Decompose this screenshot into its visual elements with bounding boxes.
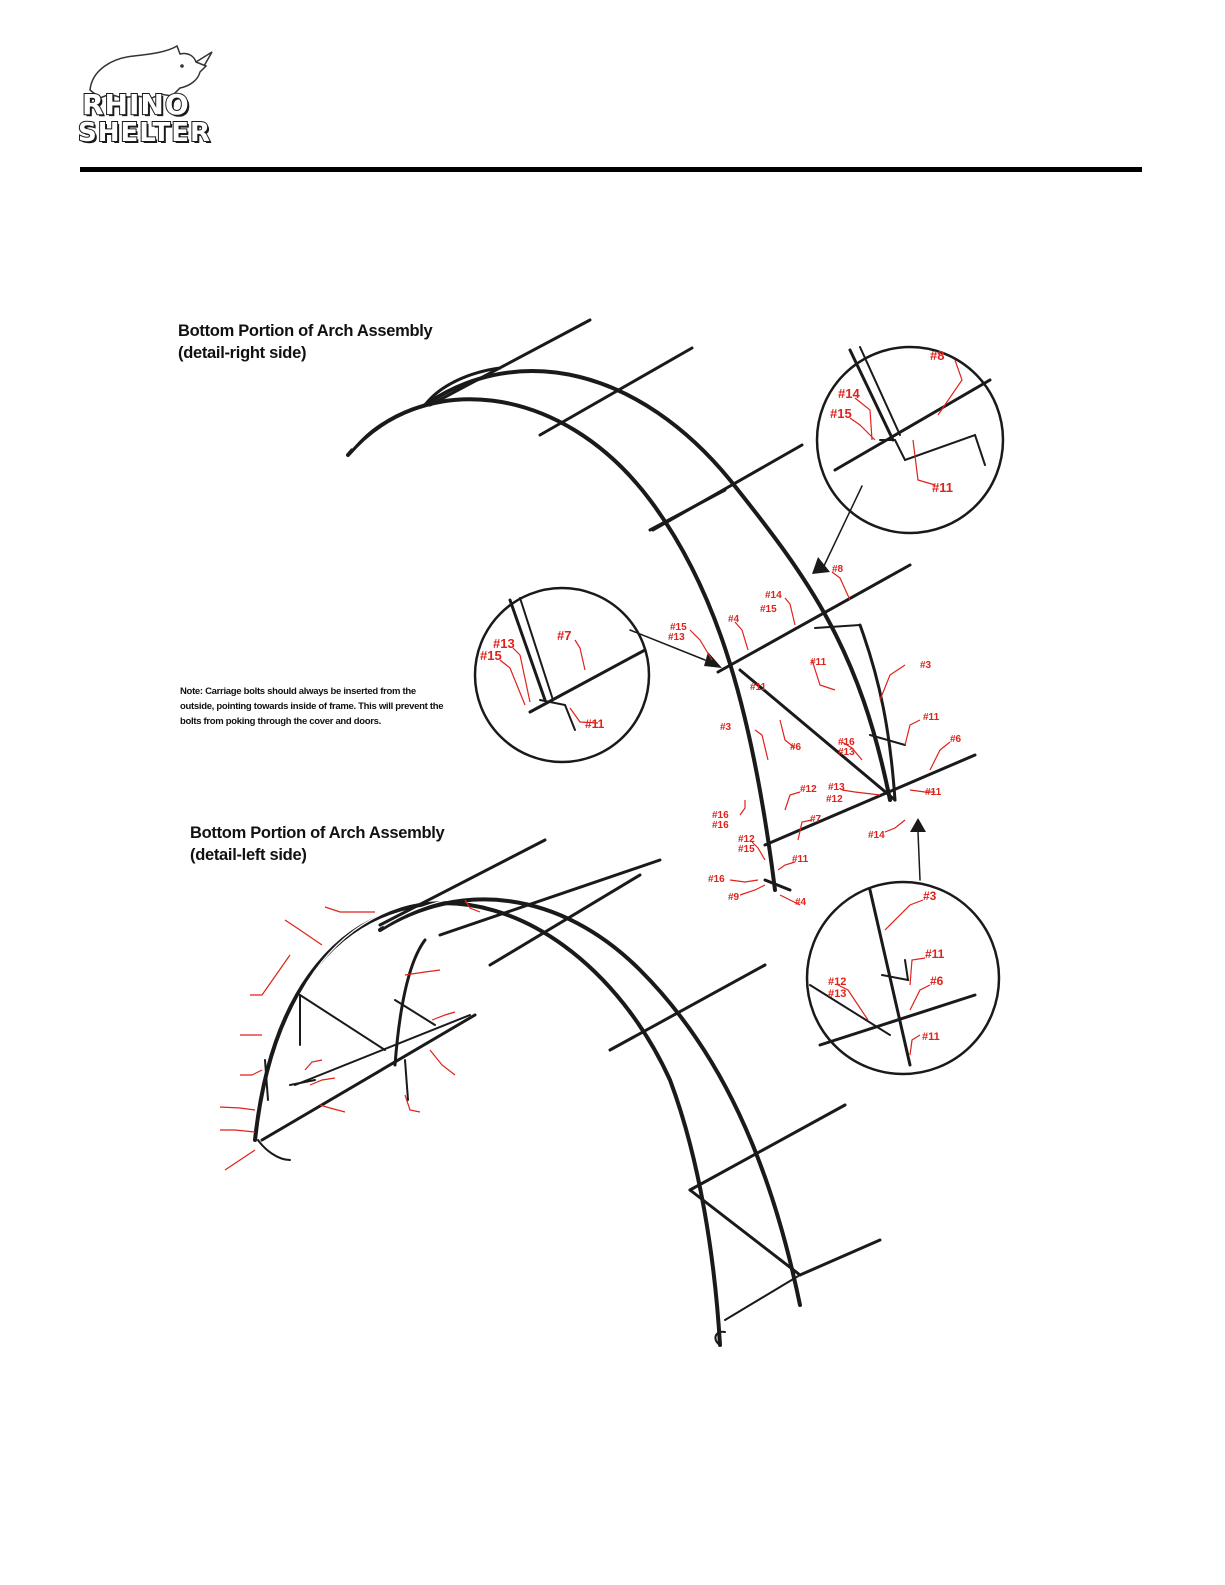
heading-left-detail: Bottom Portion of Arch Assembly (detail-… (190, 822, 445, 866)
callout-label: #16 (712, 820, 729, 831)
callout-label: #4 (728, 614, 740, 625)
callout-label: #15 (670, 622, 687, 633)
heading-left-title: Bottom Portion of Arch Assembly (190, 824, 445, 842)
heading-right-detail: Bottom Portion of Arch Assembly (detail-… (178, 320, 433, 364)
callout-label: #13 (668, 632, 685, 643)
callout-label: #11 (585, 717, 605, 731)
callout-label: #14 (868, 830, 885, 841)
callout-label: #11 (810, 657, 827, 668)
callout-label: #11 (923, 712, 940, 723)
detail-circle-bottom (805, 880, 1001, 1076)
callout-label: #11 (792, 854, 809, 865)
callout-label: #15 (738, 844, 755, 855)
callout-labels: #8#14#15#11#7#13#15#11#3#11#12#13#6#11#8… (480, 348, 962, 1043)
callout-label: #12 (800, 784, 817, 795)
detail-circle-middle (473, 586, 651, 764)
lower-arch (253, 838, 882, 1347)
callout-label: #3 (720, 722, 732, 733)
callout-label: #11 (932, 480, 953, 495)
callout-label: #16 (708, 874, 725, 885)
callout-label: #13 (828, 782, 845, 793)
callout-label: #14 (765, 590, 782, 601)
callout-label: #13 (838, 747, 855, 758)
callout-label: #12 (828, 976, 846, 988)
logo-text-rhino: RHINO (81, 87, 190, 122)
callout-label: #15 (760, 604, 777, 615)
callout-label: #15 (830, 406, 852, 421)
heading-right-subtitle: (detail-right side) (178, 344, 307, 362)
heading-left-subtitle: (detail-left side) (190, 846, 307, 864)
callout-label: #3 (920, 660, 932, 671)
callout-label: #11 (925, 947, 945, 961)
carriage-bolt-note: Note: Carriage bolts should always be in… (180, 686, 444, 727)
upper-arch (346, 318, 977, 892)
callout-label: #8 (832, 564, 844, 575)
callout-label: #6 (950, 734, 962, 745)
callout-label: #7 (810, 814, 822, 825)
rhino-icon (89, 44, 213, 99)
callout-label: #13 (493, 636, 515, 651)
logo-text-shelter: SHELTER (77, 117, 212, 149)
callout-label: #8 (930, 348, 944, 363)
callout-label: #12 (738, 834, 755, 845)
heading-right-title: Bottom Portion of Arch Assembly (178, 322, 433, 340)
rhino-shelter-logo: RHINO SHELTER (72, 40, 222, 150)
callout-label: #14 (838, 386, 860, 401)
callout-label: #16 (838, 737, 855, 748)
header-rule (80, 167, 1142, 172)
callout-label: #6 (790, 742, 802, 753)
callout-label: #11 (750, 682, 767, 693)
callout-label: #4 (795, 897, 807, 908)
detail-circle-top (815, 345, 1005, 535)
callout-label: #13 (828, 988, 846, 1000)
callout-label: #16 (712, 810, 729, 821)
callout-label: #9 (728, 892, 740, 903)
callout-label: #7 (557, 628, 571, 643)
callout-label: #6 (930, 974, 944, 988)
callout-label: #11 (922, 1031, 940, 1043)
callout-label: #12 (826, 794, 843, 805)
callout-label: #11 (925, 787, 942, 798)
callout-label: #3 (923, 889, 937, 903)
callout-label: #15 (480, 648, 502, 663)
